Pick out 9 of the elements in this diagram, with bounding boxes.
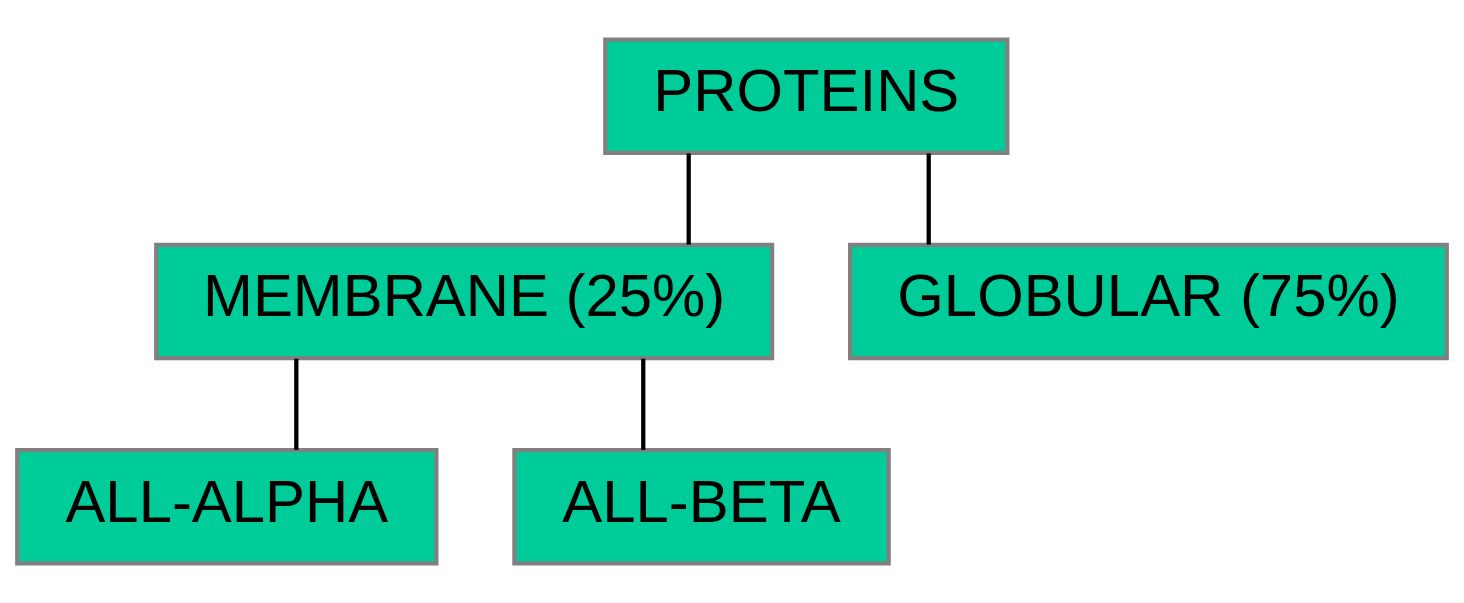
- node-box: GLOBULAR (75%): [848, 242, 1449, 361]
- connector: [641, 358, 646, 450]
- node-box: ALL-BETA: [512, 447, 891, 566]
- connector: [294, 358, 299, 450]
- node-box: PROTEINS: [603, 37, 1010, 156]
- connector: [926, 153, 931, 245]
- node-box: ALL-ALPHA: [15, 447, 439, 566]
- node-box: MEMBRANE (25%): [154, 242, 775, 361]
- connector: [686, 153, 691, 245]
